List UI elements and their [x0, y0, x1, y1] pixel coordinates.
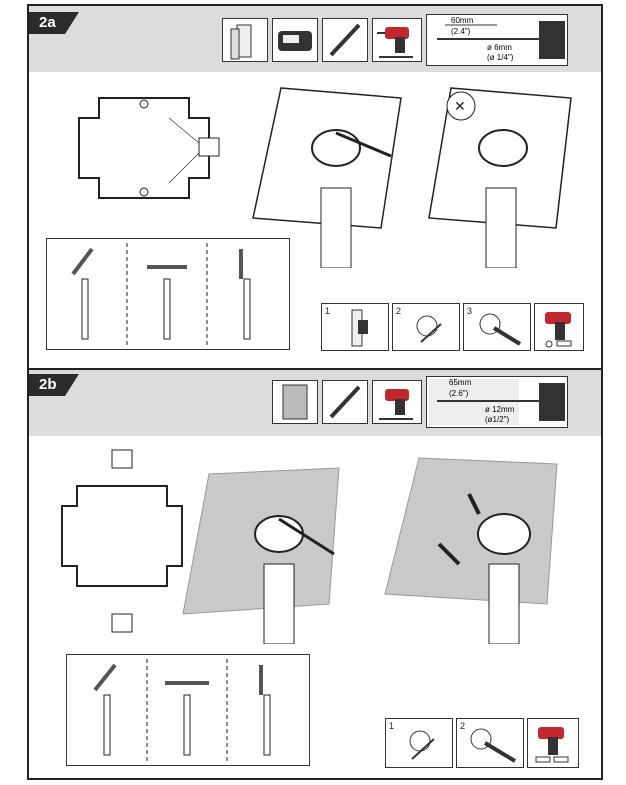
concrete-wall-tool-icon: [272, 380, 318, 424]
drill-bit-size-in: (ø 1/4"): [487, 53, 514, 62]
wall-plate-diagram-2a: [78, 97, 220, 199]
step-number: 1: [325, 306, 331, 316]
drill-bit-size: ø 6mm: [487, 43, 512, 52]
tilt-options-panel-2a: [46, 238, 290, 350]
drill-depth-in: (2.6"): [449, 389, 469, 398]
mount-on-drywall-2a: [252, 87, 402, 268]
step-2-drill-hole-2b: 2: [456, 718, 524, 768]
drill-depth-diagram-2b: 65mm (2.6") ø 12mm (ø1/2"): [426, 376, 568, 428]
step-1-mark-hole-2b: 1: [385, 718, 453, 768]
instruction-page: 2a 60mm (2.4") ø 6mm (ø 1/4"): [27, 4, 603, 780]
mount-with-anchors-2b: [384, 457, 558, 644]
step-number: 2: [460, 721, 466, 731]
drill-and-bits-icon-2b: [527, 718, 579, 768]
pencil-icon: [322, 18, 368, 62]
step-number: 1: [389, 721, 395, 731]
section-divider: [29, 368, 601, 370]
drill-icon: [372, 18, 422, 62]
mount-on-concrete-2b: [182, 467, 340, 644]
mount-with-screws-2a: ✕: [428, 87, 572, 268]
section-2a-label: 2a: [29, 12, 79, 34]
pencil-icon-2b: [322, 380, 368, 424]
step-number: 3: [467, 306, 473, 316]
drill-icon-2b: [372, 380, 422, 424]
wood-stud-tool-icon: [222, 18, 268, 62]
section-2b-label: 2b: [29, 374, 79, 396]
step-1-stud-finder-2a: 1: [321, 303, 389, 351]
step-2-mark-hole-2a: 2: [392, 303, 460, 351]
drill-and-bits-icon-2a: [534, 303, 584, 351]
step-number: 2: [396, 306, 402, 316]
drill-depth-in: (2.4"): [451, 27, 471, 36]
svg-text:✕: ✕: [454, 98, 466, 114]
step-3-drill-hole-2a: 3: [463, 303, 531, 351]
drill-depth-diagram-2a: 60mm (2.4") ø 6mm (ø 1/4"): [426, 14, 568, 66]
stud-finder-icon: [272, 18, 318, 62]
drill-depth-mm: 60mm: [451, 16, 474, 25]
tilt-options-panel-2b: [66, 654, 310, 766]
drill-bit-size-in: (ø1/2"): [485, 415, 510, 424]
drill-depth-mm: 65mm: [449, 378, 472, 387]
wall-plate-diagram-2b: [61, 449, 183, 633]
drill-bit-size: ø 12mm: [485, 405, 515, 414]
